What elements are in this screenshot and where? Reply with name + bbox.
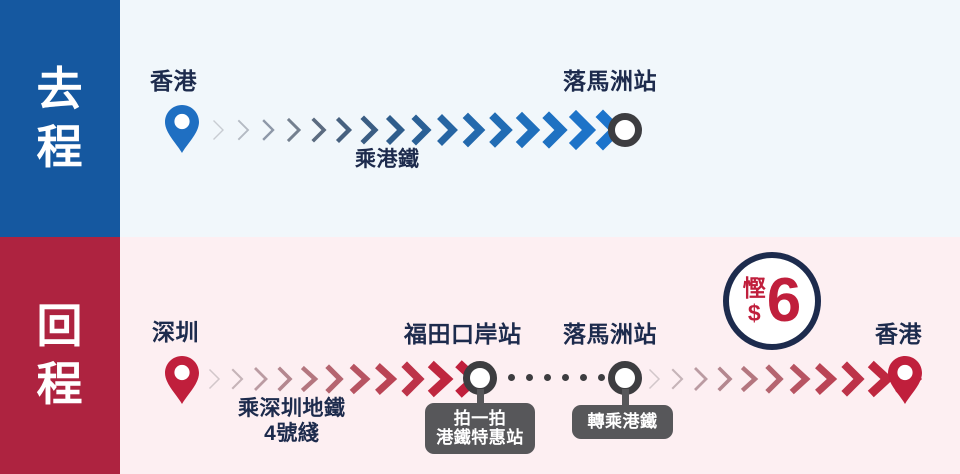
return-trip-tab: 回 程 bbox=[0, 237, 120, 474]
return-metro-mode-label: 乘深圳地鐵 4號綫 bbox=[238, 397, 346, 447]
return-tab-char-1: 回 bbox=[36, 299, 84, 352]
savings-badge: 慳 $ 6 bbox=[723, 252, 821, 350]
outbound-trip-tab: 去 程 bbox=[0, 0, 120, 237]
return-metro-mode-line-2: 4號綫 bbox=[264, 421, 320, 445]
return-destination-label: 香港 bbox=[875, 321, 922, 347]
location-pin-icon-shenzhen bbox=[163, 355, 201, 405]
return-chevron-trail-mtr bbox=[648, 360, 923, 398]
outbound-destination-label: 落馬洲站 bbox=[563, 68, 657, 94]
tooltip-stem-futian bbox=[477, 389, 484, 407]
savings-badge-currency: $ bbox=[747, 299, 761, 326]
outbound-chevron-trail bbox=[212, 109, 624, 151]
outbound-tab-char-2: 程 bbox=[36, 120, 84, 173]
tooltip-futian-line-1: 拍一拍 bbox=[453, 409, 507, 428]
return-origin-label: 深圳 bbox=[152, 319, 199, 345]
tooltip-stem-lokmachau bbox=[622, 389, 629, 407]
outbound-tab-char-1: 去 bbox=[36, 62, 84, 115]
savings-badge-save-char: 慳 bbox=[742, 274, 766, 301]
tooltip-lokmachau-line-1: 轉乘港鐵 bbox=[587, 412, 658, 431]
return-station-label-futian: 福田口岸站 bbox=[404, 321, 522, 347]
return-trip-row: 回 程 深圳 bbox=[0, 237, 960, 474]
return-station-label-lokmachau: 落馬洲站 bbox=[563, 321, 657, 347]
tooltip-futian-tap-promo: 拍一拍 港鐵特惠站 bbox=[425, 403, 535, 455]
outbound-mode-label: 乘港鐵 bbox=[355, 148, 420, 171]
location-pin-icon-hongkong-return bbox=[886, 355, 924, 405]
return-chevron-trail-metro bbox=[208, 360, 483, 398]
tooltip-futian-line-2: 港鐵特惠站 bbox=[436, 428, 524, 448]
outbound-trip-row: 去 程 香港 bbox=[0, 0, 960, 237]
return-tab-char-2: 程 bbox=[36, 357, 84, 410]
return-metro-mode-line-1: 乘深圳地鐵 bbox=[238, 397, 346, 420]
tooltip-lokmachau-transfer: 轉乘港鐵 bbox=[572, 405, 673, 440]
savings-badge-amount: 6 bbox=[766, 265, 802, 335]
outbound-origin-label: 香港 bbox=[150, 68, 197, 94]
station-marker-lokmachau-outbound bbox=[608, 113, 642, 147]
location-pin-icon-hongkong-outbound bbox=[163, 104, 201, 154]
